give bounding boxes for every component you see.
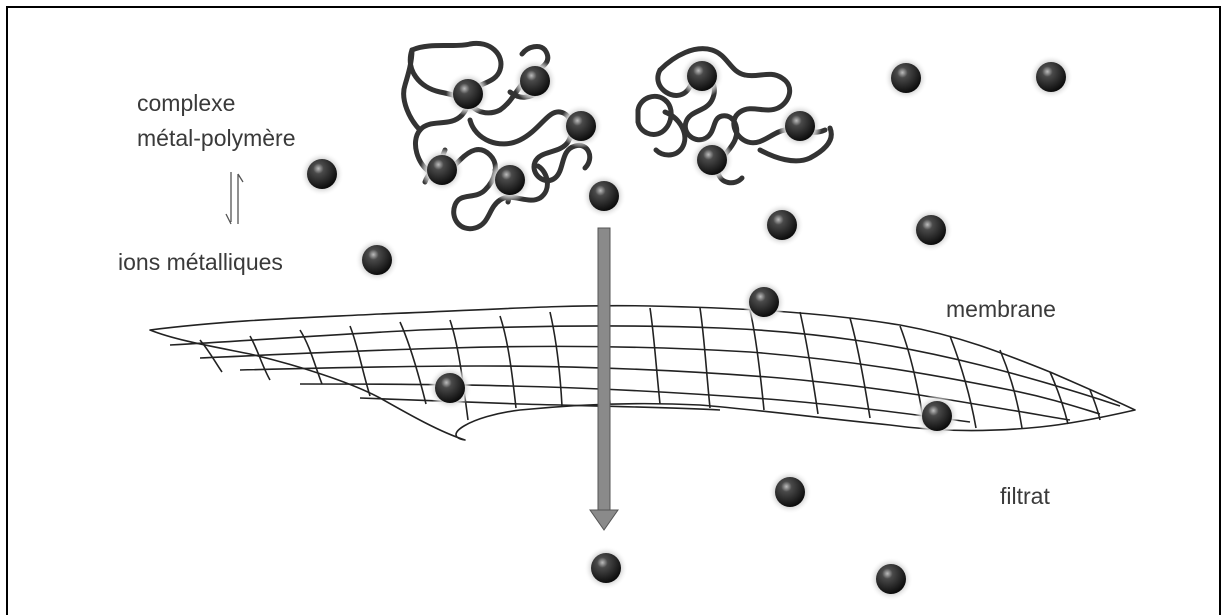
metal-ion-sphere-icon [768, 470, 812, 514]
complex-label-line1: complexe [137, 90, 235, 116]
down-arrow-icon [590, 228, 618, 530]
metal-ion-sphere-icon [742, 280, 786, 324]
metal-ion-sphere-icon [582, 174, 626, 218]
ions-label: ions métalliques [118, 249, 283, 275]
metal-ion-sphere-icon [420, 148, 464, 192]
metal-ion-sphere-icon [488, 158, 532, 202]
metal-ion-sphere-icon [760, 203, 804, 247]
metal-ion-sphere-icon [915, 394, 959, 438]
metal-ion-sphere-icon [355, 238, 399, 282]
metal-ion-sphere-icon [513, 59, 557, 103]
complex-label-line2: métal-polymère [137, 125, 296, 151]
metal-ion-sphere-icon [690, 138, 734, 182]
metal-ion-sphere-icon [559, 104, 603, 148]
metal-ion-sphere-icon [446, 72, 490, 116]
metal-ion-sphere-icon [909, 208, 953, 252]
metal-ion-sphere-icon [584, 546, 628, 590]
metal-ion-sphere-icon [778, 104, 822, 148]
metal-ion-sphere-icon [884, 56, 928, 100]
membrane-label: membrane [946, 296, 1056, 322]
filtrat-label: filtrat [1000, 483, 1050, 509]
equilibrium-arrows-icon [226, 172, 243, 224]
metal-ion-sphere-icon [869, 557, 913, 601]
metal-ion-sphere-icon [1029, 55, 1073, 99]
metal-ion-sphere-icon [680, 54, 724, 98]
metal-ion-sphere-icon [428, 366, 472, 410]
membrane-sheet [150, 306, 1135, 440]
metal-ion-sphere-icon [300, 152, 344, 196]
